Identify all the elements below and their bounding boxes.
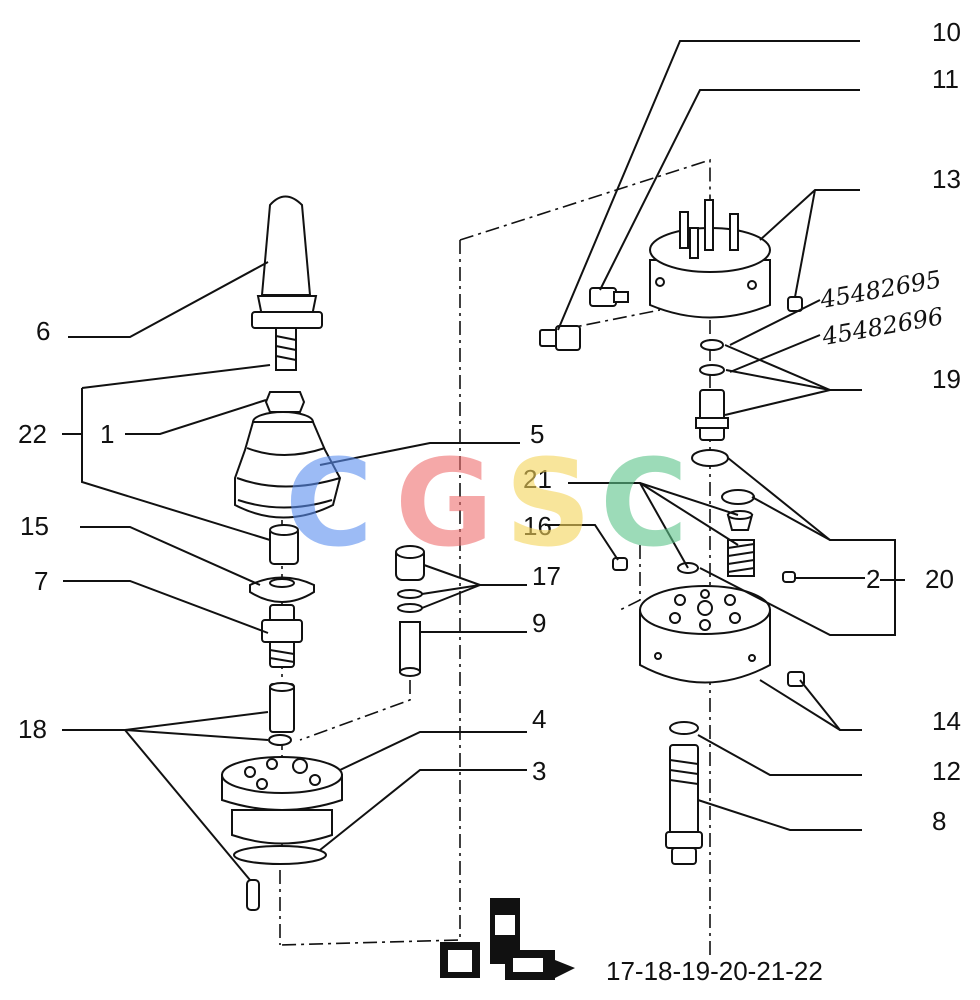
seal-kit-icon: [440, 898, 575, 980]
label-21: 21: [523, 464, 552, 494]
base-housing: [221, 756, 343, 845]
label-1: 1: [100, 419, 114, 449]
nut: [264, 391, 306, 413]
label-8: 8: [932, 806, 946, 836]
plate-cup: [249, 576, 315, 603]
label-16: 16: [523, 511, 552, 541]
label-10: 10: [932, 17, 961, 47]
lower-shaft: [665, 744, 703, 865]
label-13: 13: [932, 164, 961, 194]
label-7: 7: [34, 566, 48, 596]
label-15: 15: [20, 511, 49, 541]
assembly-path-fitting: [559, 309, 661, 331]
watermark-letter-c2: C: [600, 435, 688, 574]
dowel-pin: [246, 879, 260, 911]
set-screw-2: [782, 571, 796, 583]
large-seal: [233, 845, 327, 865]
set-screw-16: [612, 557, 628, 571]
o-ring-top: [699, 339, 725, 376]
assembly-path-pipe: [299, 680, 411, 741]
spring-cup: [726, 510, 754, 531]
assembly-path-center: [279, 240, 461, 946]
grub-screw-side: [787, 671, 805, 687]
watermark-letter-c1: C: [285, 435, 373, 574]
fitting-small: [589, 287, 629, 307]
label-20: 20: [925, 564, 954, 594]
label-9: 9: [532, 608, 546, 638]
watermark-letter-s: S: [505, 435, 591, 574]
small-seal: [268, 734, 292, 746]
label-17: 17: [532, 561, 561, 591]
label-3: 3: [532, 756, 546, 786]
label-6: 6: [36, 316, 50, 346]
spring: [727, 539, 755, 577]
label-14: 14: [932, 706, 961, 736]
rubber-boot: [234, 411, 342, 519]
label-11: 11: [932, 64, 959, 94]
leader-lines: [62, 40, 905, 881]
plunger: [269, 682, 295, 733]
lever-handle: [251, 195, 323, 371]
fitting-large: [539, 325, 581, 351]
seal-kit-caption: 17-18-19-20-21-22: [606, 956, 823, 986]
assembly-path-right: [459, 158, 711, 960]
label-12: 12: [932, 756, 961, 786]
washer-bottom: [669, 721, 699, 735]
grub-screw-top: [787, 296, 803, 312]
valve-block: [639, 585, 771, 684]
assembly-path-block: [619, 545, 641, 611]
bushing: [269, 524, 299, 565]
top-cap: [649, 199, 771, 319]
label-4: 4: [532, 704, 546, 734]
label-19: 19: [932, 364, 961, 394]
ball-joint: [261, 604, 303, 668]
watermark-letter-g: G: [395, 435, 494, 574]
valve-stem: [695, 389, 729, 441]
washer: [691, 449, 755, 505]
label-22: 22: [18, 419, 47, 449]
label-2: 2: [866, 564, 880, 594]
label-5: 5: [530, 419, 544, 449]
label-18: 18: [18, 714, 47, 744]
